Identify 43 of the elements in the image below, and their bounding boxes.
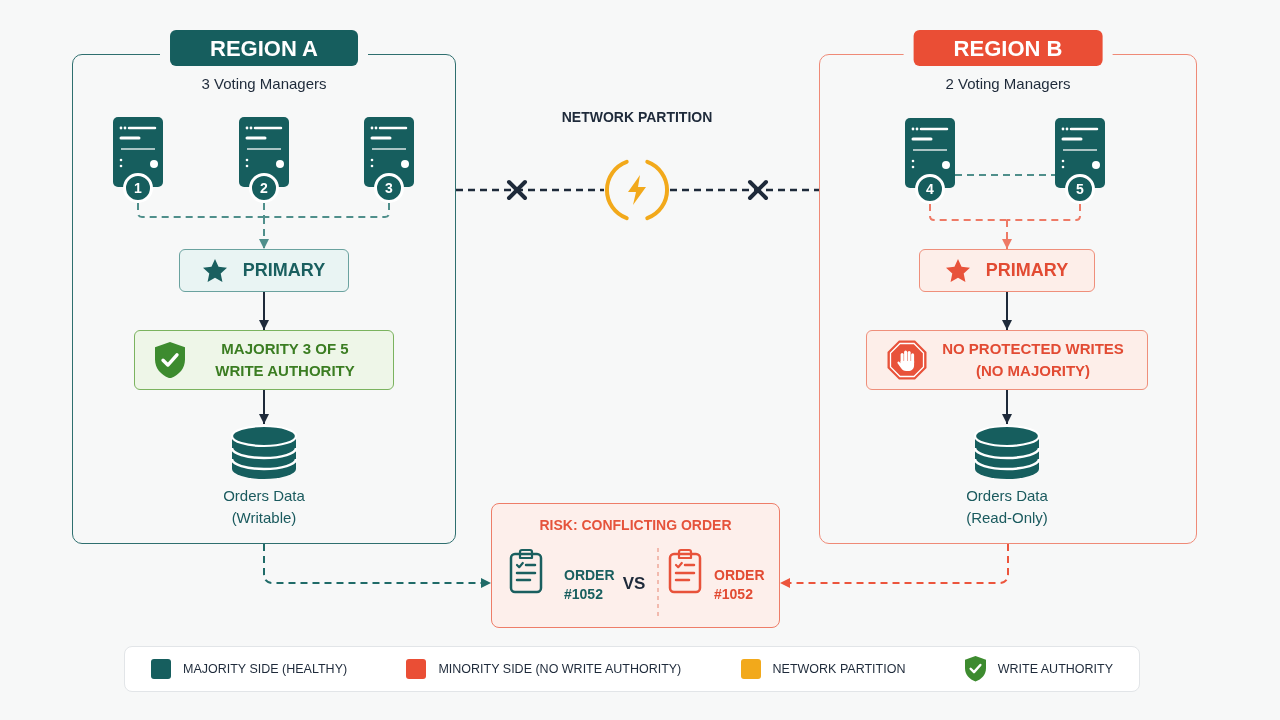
bracket-line xyxy=(1006,203,1081,221)
status-box xyxy=(866,330,1148,390)
legend-label: NETWORK PARTITION xyxy=(772,660,906,678)
legend-label: MINORITY SIDE (NO WRITE AUTHORITY) xyxy=(438,660,682,678)
status-label: MAJORITY 3 OF 5 WRITE AUTHORITY xyxy=(214,339,356,381)
primary-box xyxy=(179,249,349,292)
status-box xyxy=(134,330,394,390)
arrow xyxy=(779,543,1009,588)
region-subtitle: 2 Voting Managers xyxy=(945,75,1071,93)
data-store-label: Orders Data (Read-Only) xyxy=(965,486,1049,528)
dashed-line xyxy=(954,174,1056,176)
server-number: 1 xyxy=(123,173,153,203)
server-number: 4 xyxy=(915,174,945,204)
versus-label: VS xyxy=(622,574,646,594)
arrow xyxy=(259,389,269,425)
server-number: 2 xyxy=(249,173,279,203)
arrow xyxy=(259,291,269,331)
status-label: NO PROTECTED WRITES (NO MAJORITY) xyxy=(941,339,1125,381)
arrow xyxy=(1002,219,1012,250)
region-subtitle: 3 Voting Managers xyxy=(201,75,327,93)
arrow xyxy=(1002,389,1012,425)
risk-box xyxy=(491,503,780,628)
partition-label: NETWORK PARTITION xyxy=(561,108,713,127)
bracket-line xyxy=(263,202,390,218)
bracket-line xyxy=(263,202,265,218)
bracket-line xyxy=(137,202,265,218)
primary-label: PRIMARY xyxy=(242,259,326,282)
server-number: 3 xyxy=(374,173,404,203)
legend-label: WRITE AUTHORITY xyxy=(997,660,1113,678)
dashed-line xyxy=(670,188,819,192)
primary-label: PRIMARY xyxy=(985,259,1069,282)
arrow xyxy=(263,543,492,588)
arrow xyxy=(259,216,269,250)
legend-label: MAJORITY SIDE (HEALTHY) xyxy=(183,660,348,678)
order-label: ORDER #1052 xyxy=(564,566,616,604)
bracket-line xyxy=(929,203,1008,221)
data-store-label: Orders Data (Writable) xyxy=(222,486,306,528)
arrow xyxy=(1002,291,1012,331)
order-label: ORDER #1052 xyxy=(714,566,766,604)
risk-title: RISK: CONFLICTING ORDER xyxy=(539,516,732,535)
server-number: 5 xyxy=(1065,174,1095,204)
primary-box xyxy=(919,249,1095,292)
dashed-line xyxy=(456,188,604,192)
